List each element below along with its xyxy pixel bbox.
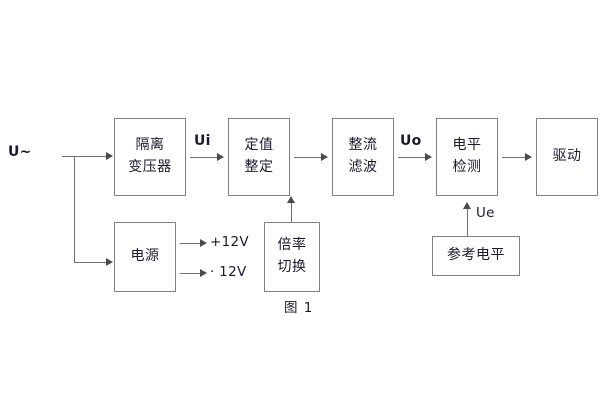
block-level-detect: 电平 检测 — [436, 118, 498, 196]
arrowhead-transformer-to-setting-icon — [217, 153, 224, 161]
block-power-supply-line-1: 电源 — [130, 248, 160, 265]
wire-rail-negative — [180, 273, 202, 274]
wire-transformer-to-setting — [190, 157, 219, 158]
block-isolation-transformer-line-2: 变压器 — [128, 159, 172, 175]
rail-label-positive: +12V — [210, 234, 249, 250]
signal-label-ui: Ui — [194, 133, 211, 149]
arrowhead-rail-negative-icon — [200, 269, 207, 277]
input-source-label: U~ — [8, 144, 32, 160]
block-reference-level-line-1: 参考电平 — [447, 247, 505, 264]
wire-rectify-to-level — [398, 157, 427, 158]
wire-source-bus — [74, 156, 75, 262]
block-rectify-filter-line-2: 滤波 — [348, 159, 378, 175]
arrowhead-reference-to-level-icon — [463, 202, 471, 209]
block-drive-line-1: 驱动 — [552, 148, 582, 165]
block-power-supply: 电源 — [114, 222, 176, 292]
block-multiplier-switch-line-1: 倍率 — [277, 237, 307, 254]
block-setting-value-line-2: 整定 — [244, 159, 274, 175]
block-setting-value: 定值 整定 — [228, 118, 290, 196]
block-multiplier-switch-line-2: 切换 — [277, 259, 307, 275]
wire-source-stub — [62, 156, 74, 157]
wire-level-to-drive — [502, 157, 527, 158]
signal-label-ue: Ue — [476, 205, 495, 221]
wire-rail-positive — [180, 243, 202, 244]
block-isolation-transformer-line-1: 隔离 — [135, 137, 165, 154]
arrowhead-multiplier-to-setting-icon — [287, 196, 295, 203]
wire-source-to-power — [74, 262, 108, 263]
arrowhead-rail-positive-icon — [200, 239, 207, 247]
arrowhead-source-to-transformer-icon — [106, 152, 113, 160]
block-isolation-transformer: 隔离 变压器 — [114, 118, 186, 196]
rail-label-negative: · 12V — [210, 264, 247, 280]
wire-source-to-transformer — [74, 156, 108, 157]
block-drive: 驱动 — [536, 118, 598, 196]
wire-multiplier-to-setting — [291, 200, 292, 222]
wire-reference-to-level — [467, 207, 468, 236]
block-rectify-filter-line-1: 整流 — [348, 137, 378, 154]
block-level-detect-line-2: 检测 — [452, 159, 482, 175]
figure-caption: 图 1 — [284, 300, 314, 316]
signal-label-uo: Uo — [400, 133, 422, 149]
block-rectify-filter: 整流 滤波 — [332, 118, 394, 196]
arrowhead-level-to-drive-icon — [525, 153, 532, 161]
arrowhead-source-to-power-icon — [106, 258, 113, 266]
block-setting-value-line-1: 定值 — [244, 137, 274, 154]
block-level-detect-line-1: 电平 — [452, 137, 482, 154]
wire-setting-to-rectify — [294, 157, 323, 158]
arrowhead-setting-to-rectify-icon — [321, 153, 328, 161]
block-reference-level: 参考电平 — [432, 236, 520, 276]
block-multiplier-switch: 倍率 切换 — [264, 222, 320, 292]
arrowhead-rectify-to-level-icon — [425, 153, 432, 161]
